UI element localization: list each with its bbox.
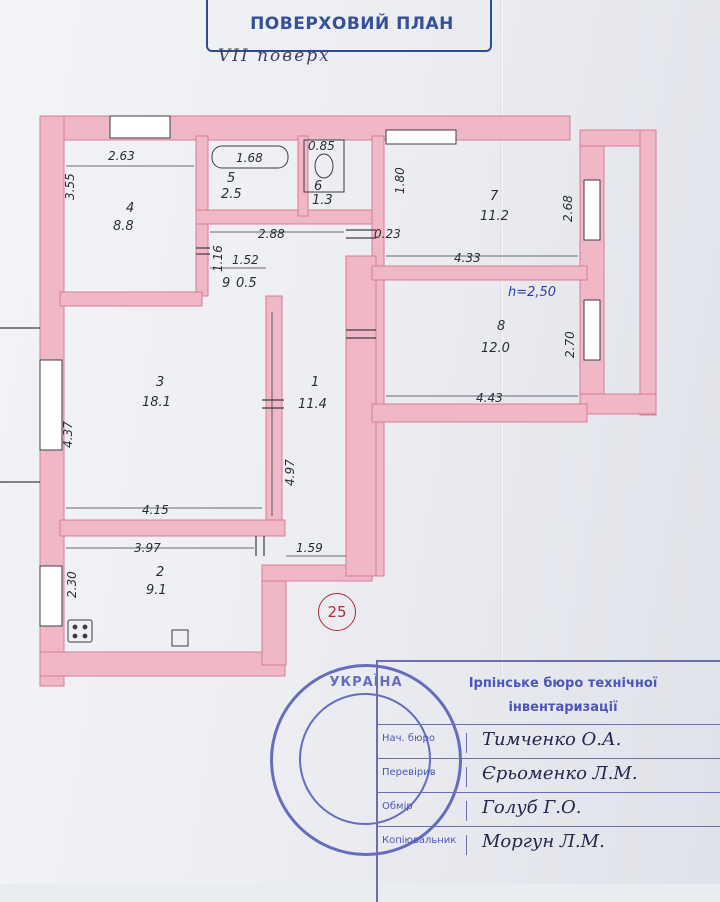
room-4-area: 8.8 (113, 219, 134, 234)
bureau-row: Нач. бюро Тимченко О.А. (378, 724, 720, 759)
window-room4 (109, 115, 171, 139)
dim-room3-height: 4.37 (61, 421, 75, 448)
dim-room2-width: 3.97 (134, 541, 161, 555)
dim-room2-height: 2.30 (65, 571, 79, 598)
dim-corridor: 2.88 (258, 227, 285, 241)
dim-small-width: 1.52 (232, 253, 259, 267)
window-room7 (385, 129, 457, 145)
row-role: Обмір (382, 801, 467, 821)
wall-room8-bottom (371, 403, 588, 423)
dim-entry-width: 1.59 (296, 541, 323, 555)
room-7-number: 7 (490, 189, 499, 204)
bureau-title-block: Ірпінське бюро технічної інвентаризації … (376, 660, 720, 902)
room-4-number: 4 (126, 201, 134, 216)
room-6-area: 1.3 (312, 193, 333, 208)
toilet-area-icon (303, 139, 345, 193)
bureau-row: Обмір Голуб Г.О. (378, 792, 720, 827)
bureau-title: Ірпінське бюро технічної інвентаризації (468, 676, 658, 715)
dim-corridor-offset: 0.23 (374, 227, 401, 241)
title-frame (206, 0, 492, 52)
room-8-number: 8 (497, 319, 505, 334)
dim-wc-height: 1.80 (393, 167, 407, 194)
dim-wc-width: 0.85 (308, 139, 335, 153)
floor-label: VII поверх (218, 46, 331, 66)
stove-icon (67, 619, 93, 643)
dim-bathtub: 1.68 (236, 151, 263, 165)
dim-room7-height: 2.68 (561, 195, 575, 222)
room-3-number: 3 (156, 375, 164, 390)
room-5-area: 2.5 (221, 187, 242, 202)
dim-room7-width: 4.33 (454, 251, 481, 265)
wall-balcony-bottom (579, 393, 657, 415)
room-6-number: 6 (314, 179, 322, 194)
bureau-row: Перевірив Єрьоменко Л.М. (378, 758, 720, 793)
wall-room3-bottom (59, 519, 286, 537)
row-role: Нач. бюро (382, 733, 467, 753)
room-8-area: 12.0 (481, 341, 510, 356)
wall-room7-bottom (371, 265, 588, 281)
stamp-emblem (299, 693, 431, 825)
dim-room4-height: 3.55 (63, 173, 77, 200)
dim-room1-height: 4.97 (283, 459, 297, 486)
row-signature: Моргун Л.М. (482, 831, 605, 852)
wall-bath-wc (297, 135, 309, 217)
row-role: Перевірив (382, 767, 467, 787)
wall-room3-right (265, 295, 283, 537)
row-signature: Голуб Г.О. (482, 797, 582, 818)
dim-room4-width: 2.63 (108, 149, 135, 163)
row-signature: Єрьоменко Л.М. (482, 763, 638, 784)
room-1-number: 1 (311, 375, 319, 390)
official-stamp: УКРАЇНА (270, 664, 462, 856)
wall-bottom (39, 651, 286, 677)
plan-title: ПОВЕРХОВИЙ ПЛАН (250, 14, 454, 34)
room-9-number: 9 (222, 276, 230, 291)
wall-corridor-thick (345, 255, 377, 577)
window-room8-right (583, 299, 601, 361)
room-5-number: 5 (227, 171, 235, 186)
bureau-row: Копіювальник Моргун Л.М. (378, 826, 720, 861)
room-2-area: 9.1 (146, 583, 167, 598)
room-1-area: 11.4 (298, 397, 327, 412)
room-9-area: 0.5 (236, 276, 257, 291)
window-room2 (39, 565, 63, 627)
room-2-number: 2 (156, 565, 164, 580)
stamp-text: УКРАЇНА (329, 675, 403, 690)
dim-small-height: 1.16 (211, 245, 225, 272)
window-room3 (39, 359, 63, 451)
wall-room4-bottom (59, 291, 203, 307)
row-signature: Тимченко О.А. (482, 729, 622, 750)
dim-room3-width: 4.15 (142, 503, 169, 517)
dim-room8-width: 4.43 (476, 391, 503, 405)
dim-room8-height: 2.70 (563, 331, 577, 358)
row-role: Копіювальник (382, 835, 467, 855)
sink-icon (171, 629, 189, 647)
bathtub-icon (211, 145, 289, 169)
window-room7-right (583, 179, 601, 241)
ceiling-height: h=2,50 (508, 285, 557, 300)
wall-bath-bottom (195, 209, 377, 225)
apartment-number: 25 (318, 593, 356, 631)
toilet-icon (314, 153, 334, 179)
room-7-area: 11.2 (480, 209, 509, 224)
paper-fold (500, 0, 503, 680)
wall-balcony-right (639, 129, 657, 416)
room-3-area: 18.1 (142, 395, 171, 410)
